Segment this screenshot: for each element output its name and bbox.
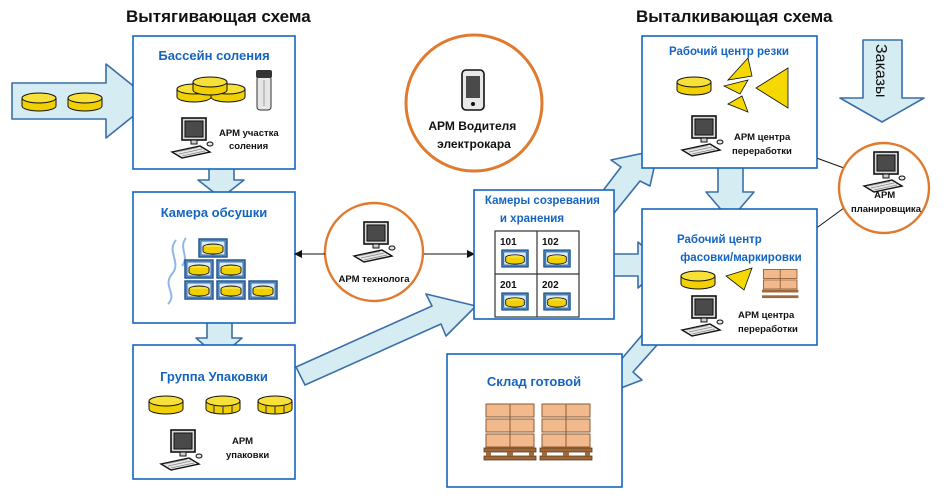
storage-grid: 101 102 201 202 xyxy=(494,230,580,318)
cheese-crate-icon xyxy=(216,259,246,279)
technologist-label: АРМ технолога xyxy=(339,274,411,285)
packing-arm-label: АРМ упаковки xyxy=(226,436,269,461)
box-packaging-center: Рабочий центр фасовки/маркировки АРМ цен… xyxy=(641,208,818,346)
box-ripening-chambers: Камеры созревания и хранения 101 102 201… xyxy=(473,189,615,320)
cheese-crate-icon xyxy=(198,238,228,258)
cheese-crate-icon xyxy=(501,249,529,268)
arrow-packing-to-ripening xyxy=(295,293,477,386)
box-drying-chamber: Камера обсушки xyxy=(132,191,296,324)
cheese-wheel-icon xyxy=(192,76,228,96)
cheese-crate-icon xyxy=(248,280,278,300)
cell-label: 201 xyxy=(500,280,517,291)
cheese-wheel-icon xyxy=(148,395,184,415)
packaging-arm-label: АРМ центра переработки xyxy=(738,310,798,335)
flow-arrows xyxy=(11,39,925,397)
role-planner: АРМ планировщика xyxy=(837,141,931,235)
cell-label: 202 xyxy=(542,280,559,291)
cheese-wheel-icon xyxy=(676,76,712,96)
cheese-crate-icon xyxy=(184,280,214,300)
cheese-crate-icon xyxy=(501,292,529,311)
warehouse-title: Склад готовой xyxy=(487,374,581,389)
packaging-title: Рабочий центр фасовки/маркировки xyxy=(677,234,802,264)
box-salting-pool: Бассейн соления АРМ участка соления xyxy=(132,35,296,170)
pallet-boxes-icon xyxy=(539,403,593,461)
cheese-crate-icon xyxy=(216,280,246,300)
ripening-title: Камеры созревания и хранения xyxy=(485,195,603,225)
role-driver: АРМ Водителя электрокара xyxy=(404,33,544,173)
cheese-wedges-icon xyxy=(722,57,789,113)
cutting-title: Рабочий центр резки xyxy=(669,46,789,58)
cheese-wheel-icon xyxy=(67,92,103,112)
heading-pull-scheme: Вытягивающая схема xyxy=(126,7,311,26)
cheese-crate-icon xyxy=(543,292,571,311)
cheese-wedge-icon xyxy=(725,267,753,291)
pallet-boxes-icon xyxy=(483,403,537,461)
air-flow-icon xyxy=(167,237,187,305)
box-packing-group: Группа Упаковки АРМ упаковки xyxy=(132,344,296,480)
box-warehouse: Склад готовой xyxy=(446,353,623,488)
cheese-wheel-icon xyxy=(680,270,716,290)
planner-label: АРМ планировщика xyxy=(851,190,922,215)
cutting-arm-label: АРМ центра переработки xyxy=(732,132,793,157)
orders-label: Заказы xyxy=(872,44,889,97)
box-cutting-center: Рабочий центр резки АРМ центра переработ… xyxy=(641,35,818,169)
packed-cheese-icon xyxy=(257,395,293,415)
mobile-terminal-icon xyxy=(461,69,485,111)
packing-title: Группа Упаковки xyxy=(160,369,268,384)
cheese-wheel-icon xyxy=(21,92,57,112)
cheese-crate-icon xyxy=(543,249,571,268)
cell-label: 101 xyxy=(500,237,517,248)
salting-title: Бассейн соления xyxy=(158,48,269,63)
orders-arrow xyxy=(839,39,925,123)
cell-label: 102 xyxy=(542,237,559,248)
brine-container-icon xyxy=(256,70,272,111)
packed-cheese-icon xyxy=(205,395,241,415)
cheese-crate-icon xyxy=(184,259,214,279)
role-technologist: АРМ технолога xyxy=(323,201,425,303)
salting-arm-label: АРМ участка соления xyxy=(219,128,281,152)
drying-title: Камера обсушки xyxy=(161,205,268,220)
small-pallet-icon xyxy=(762,268,799,299)
heading-push-scheme: Выталкивающая схема xyxy=(636,7,833,26)
driver-label: АРМ Водителя электрокара xyxy=(428,119,519,151)
